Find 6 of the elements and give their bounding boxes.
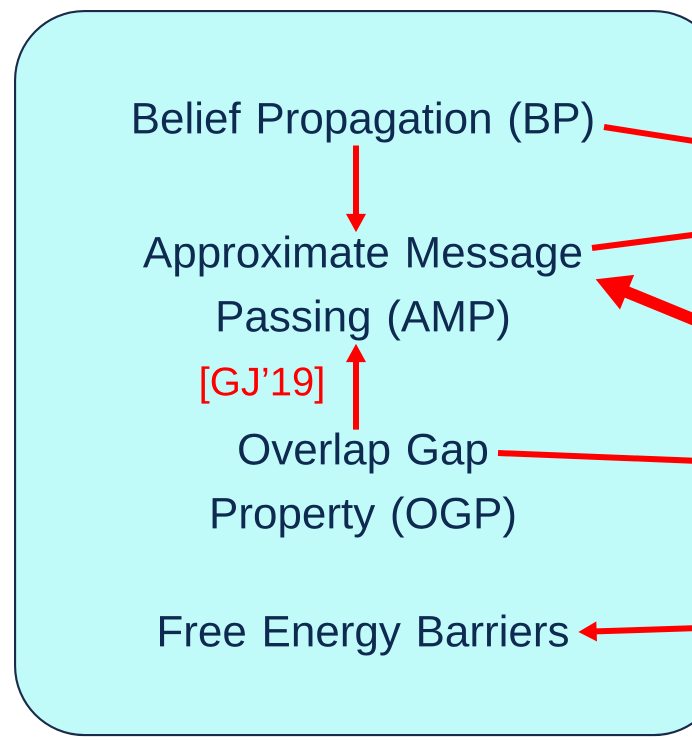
text-label: Free Energy Barriers [160,614,568,656]
text-label: Approximate Message Passing (AMP) [142,236,582,341]
text-label: Belief Propagation (BP) [134,102,592,143]
text-label: Overlap Gap Property (OGP) [212,432,514,538]
edge-label: [GJ’19] [197,365,327,405]
panel-box [14,10,692,736]
